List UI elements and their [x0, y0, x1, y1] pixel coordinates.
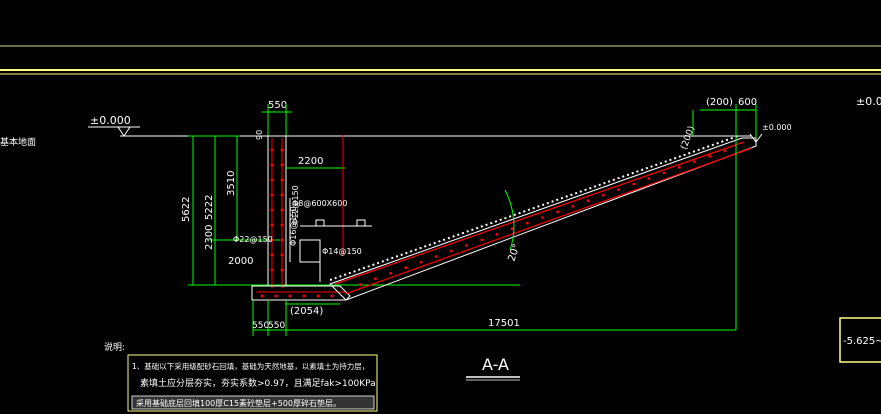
rebar-label-5: Φ12@150	[291, 185, 300, 225]
wall-rebar-dots	[270, 148, 284, 272]
note-line-2: 素填土应分层夯实，夯实系数>0.97，且满足fak>100KPa.	[140, 377, 379, 389]
note-highlight	[131, 395, 375, 410]
elevation-left-marker	[117, 126, 131, 137]
rebar-label-1: Φ8@600X600	[292, 199, 347, 208]
notes-label: 说明:	[104, 341, 125, 353]
dim-2000-text: 2000	[228, 256, 253, 267]
sloped-slab	[329, 137, 757, 301]
base-slab	[251, 285, 351, 301]
dim-200-slope-text: (200)	[679, 125, 697, 151]
rebar-label-2: Φ22@150	[233, 235, 273, 244]
elevation-left-text: ±0.000	[90, 114, 131, 127]
notes-box	[127, 354, 378, 412]
elevation-right-marker	[749, 133, 763, 143]
sloped-hatch	[329, 135, 739, 281]
section-title: A-A	[482, 355, 509, 374]
dim-3510-text: 3510	[226, 171, 237, 196]
angle-arc	[504, 189, 515, 251]
dim-2054-text: (2054)	[290, 306, 323, 317]
dim-5222-text: 5222	[204, 195, 215, 220]
elevation-right-small-text: ±0.000	[762, 123, 792, 132]
detail-box-1	[315, 219, 325, 227]
dim-2200-text: 2200	[298, 156, 323, 167]
dim-5622-text: 5622	[181, 197, 192, 222]
dim-top-550-text: 550	[268, 100, 287, 111]
dim-17501-text: 17501	[488, 318, 520, 329]
dim-2300-text: 2300	[204, 225, 215, 250]
dim-bottom-550b-text: 550	[268, 321, 285, 331]
dim-bottom-550-text: 550	[252, 321, 269, 331]
note-line-1: 1、基础以下采用级配砂石回填，基础为天然地基，以素填土为持力层，	[132, 361, 369, 371]
retaining-wall	[267, 135, 287, 287]
right-box-label: -5.625~	[843, 336, 881, 347]
angle-text: 20°	[506, 243, 522, 263]
dim-90-text: 90	[255, 130, 264, 140]
footing-step	[299, 239, 321, 263]
detail-box-2	[356, 219, 366, 227]
sloped-rebar-top	[334, 141, 745, 285]
sloped-rebar-bottom	[344, 147, 753, 295]
rebar-label-4: Φ14@150	[322, 247, 362, 256]
dim-top-200-text: (200)	[706, 97, 733, 108]
ground-label: 基本地面	[0, 136, 36, 148]
right-box	[839, 317, 881, 363]
elevation-far-right-text: ±0.0	[856, 95, 881, 108]
dim-top-600-text: 600	[738, 97, 757, 108]
rebar-label-3: Φ16@150	[289, 206, 298, 246]
sloped-rebar-dots	[358, 149, 727, 286]
base-rebar-dots	[260, 294, 334, 298]
note-line-3: 采用基础底层回填100厚C15素砼垫层+500厚碎石垫层。	[136, 398, 341, 408]
